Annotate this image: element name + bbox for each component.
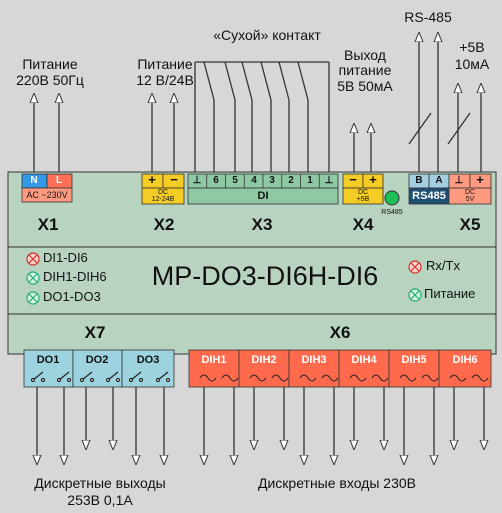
terminal-x1-sub: AC ~230V bbox=[26, 190, 68, 200]
terminal-x2-minus: − bbox=[170, 172, 178, 187]
terminal-x3-pin: 6 bbox=[213, 175, 219, 186]
switch-icon bbox=[105, 371, 121, 383]
legend-rxtx: Rx/Tx bbox=[426, 258, 460, 273]
model-name: MP-DO3-DI6H-DI6 bbox=[151, 261, 379, 291]
rs485-label: RS-485 bbox=[404, 9, 452, 25]
terminal-x4 bbox=[342, 173, 400, 206]
switch-icon bbox=[128, 371, 144, 383]
terminal-x4-sub1: DC bbox=[357, 189, 369, 196]
input-dih2: DIH2 bbox=[251, 354, 277, 366]
legend-icons bbox=[26, 252, 422, 305]
power-ac-value: 220В 50Гц bbox=[16, 72, 84, 88]
terminal-x3-pin: 3 bbox=[269, 175, 275, 186]
terminal-x3-name: DI bbox=[257, 190, 269, 202]
connector-x3: X3 bbox=[251, 215, 273, 234]
terminal-n: N bbox=[30, 175, 38, 186]
terminal-x1 bbox=[21, 173, 73, 203]
legend-power: Питание bbox=[424, 286, 476, 301]
terminal-x3-pin: ⊥ bbox=[324, 175, 334, 186]
output-label-3: 5В 50мА bbox=[337, 78, 393, 94]
power-dc-label: Питание bbox=[137, 56, 193, 72]
terminal-x5-plus: + bbox=[476, 172, 484, 187]
input-dih4: DIH4 bbox=[351, 354, 377, 366]
terminal-x2 bbox=[141, 173, 185, 205]
input-dih3: DIH3 bbox=[301, 354, 327, 366]
terminal-x2-plus: + bbox=[148, 172, 156, 187]
power-ac-label: Питание bbox=[22, 56, 78, 72]
input-dih5: DIH5 bbox=[401, 354, 427, 366]
legend-di: DI1-DI6 bbox=[43, 250, 88, 265]
connector-x4: X4 bbox=[352, 215, 374, 234]
ac-input-symbols bbox=[199, 374, 489, 382]
output-label-2: питание bbox=[338, 62, 392, 78]
terminal-x3-pin: 5 bbox=[232, 175, 238, 186]
connector-x7: X7 bbox=[84, 323, 106, 342]
plus5-current: 10мА bbox=[454, 56, 490, 72]
input-dih1: DIH1 bbox=[201, 354, 227, 366]
switch-icon bbox=[56, 371, 72, 383]
connector-x1: X1 bbox=[37, 215, 59, 234]
switch-icon bbox=[30, 371, 46, 383]
switch-icon bbox=[155, 371, 171, 383]
terminal-x5-sub1: DC bbox=[464, 189, 476, 196]
red-led-icon bbox=[26, 252, 40, 266]
connector-x2: X2 bbox=[153, 215, 175, 234]
terminal-x5 bbox=[408, 173, 492, 205]
dry-contact-label: «Сухой» контакт bbox=[213, 27, 321, 43]
terminal-x5-sub2: 5V bbox=[465, 196, 475, 203]
legend-do: DO1-DO3 bbox=[43, 289, 101, 304]
connector-x6: X6 bbox=[329, 323, 351, 342]
output-do3: DO3 bbox=[136, 354, 160, 366]
output-do2: DO2 bbox=[85, 354, 109, 366]
terminal-x5-b: B bbox=[415, 175, 423, 186]
green-led-icon bbox=[26, 271, 40, 285]
bottom-wires bbox=[37, 387, 484, 460]
terminal-x3-pin: 4 bbox=[251, 175, 257, 186]
switch-symbols bbox=[30, 371, 171, 383]
terminal-x4-minus: − bbox=[349, 172, 357, 187]
terminal-x5-name: RS485 bbox=[412, 190, 446, 202]
terminal-x5-a: A bbox=[435, 175, 443, 186]
green-led-icon bbox=[26, 291, 40, 305]
top-wires bbox=[34, 37, 481, 172]
output-do1: DO1 bbox=[36, 354, 60, 366]
terminal-x4-sub2: +5В bbox=[356, 196, 370, 203]
terminal-x4-plus: + bbox=[369, 172, 377, 187]
outputs-rating: 253В 0,1А bbox=[67, 492, 133, 508]
plus5-label: +5В bbox=[459, 39, 485, 55]
led-indicator bbox=[384, 190, 400, 206]
power-dc-value: 12 В/24В bbox=[136, 72, 194, 88]
green-led-icon bbox=[408, 288, 422, 302]
input-dih6: DIH6 bbox=[452, 354, 478, 366]
legend-dih: DIH1-DIH6 bbox=[43, 269, 107, 284]
red-led-icon bbox=[408, 260, 422, 274]
inputs-caption: Дискретные входы 230В bbox=[258, 475, 416, 491]
output-label-1: Выход bbox=[344, 47, 386, 63]
terminal-x3 bbox=[187, 173, 339, 205]
switch-icon bbox=[79, 371, 95, 383]
terminal-x2-sub2: 12-24В bbox=[151, 196, 175, 203]
terminal-x5-gnd: ⊥ bbox=[454, 175, 464, 186]
terminal-x3-pin: 1 bbox=[307, 175, 313, 186]
connector-x5: X5 bbox=[459, 215, 481, 234]
terminal-l: L bbox=[55, 175, 63, 186]
terminal-x3-pin: 2 bbox=[288, 175, 294, 186]
rs485-small-label: RS485 bbox=[381, 209, 403, 216]
terminal-x3-pin: ⊥ bbox=[192, 175, 202, 186]
outputs-caption: Дискретные выходы bbox=[34, 475, 166, 491]
terminal-x2-sub1: DC bbox=[157, 189, 169, 196]
